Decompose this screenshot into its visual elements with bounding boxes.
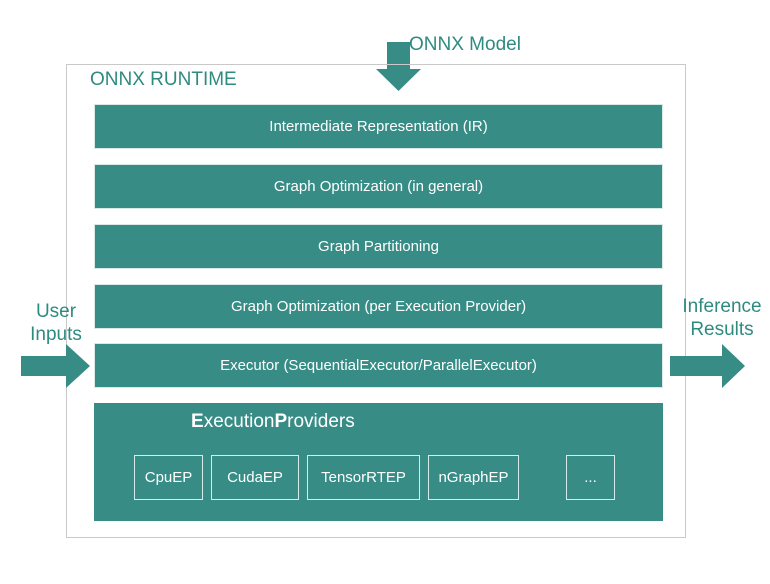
ep-cuda: CudaEP xyxy=(211,455,299,500)
ep-more: ... xyxy=(566,455,615,500)
runtime-title: ONNX RUNTIME xyxy=(90,69,237,90)
layer-graph-optimization-per-ep: Graph Optimization (per Execution Provid… xyxy=(94,284,663,329)
user-inputs-label: User Inputs xyxy=(30,301,82,345)
layer-intermediate-representation: Intermediate Representation (IR) xyxy=(94,104,663,149)
execution-providers-title: ExecutionProviders xyxy=(191,411,355,432)
onnx-model-label: ONNX Model xyxy=(409,34,521,55)
inference-results-label: Inference Results xyxy=(682,296,762,340)
layer-graph-partitioning: Graph Partitioning xyxy=(94,224,663,269)
onnx-runtime-container xyxy=(66,64,686,538)
layer-graph-optimization-general: Graph Optimization (in general) xyxy=(94,164,663,209)
ep-tensorrt: TensorRTEP xyxy=(307,455,420,500)
ep-cpu: CpuEP xyxy=(134,455,203,500)
layer-executor: Executor (SequentialExecutor/ParallelExe… xyxy=(94,343,663,388)
ep-ngraph: nGraphEP xyxy=(428,455,519,500)
